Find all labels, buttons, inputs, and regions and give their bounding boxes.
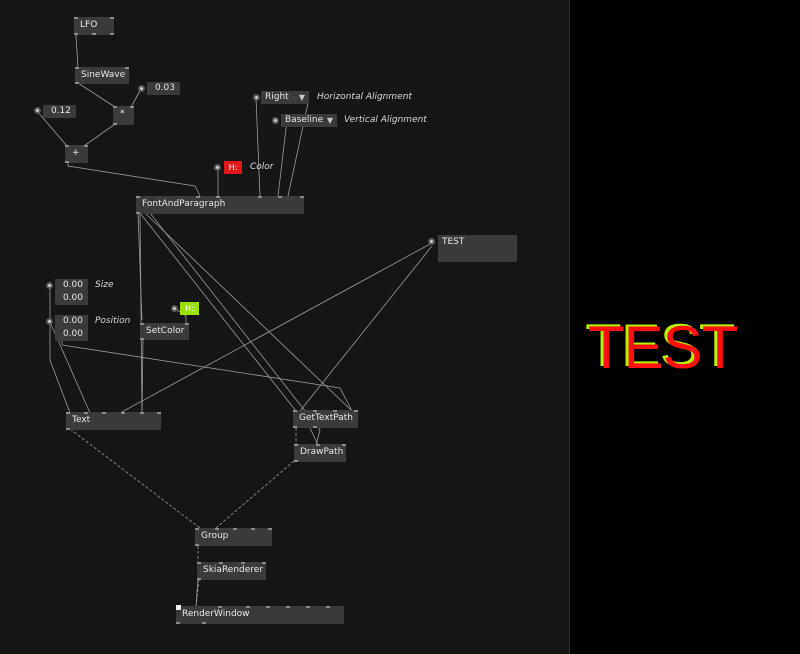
wire-dashed: [69, 428, 201, 529]
text-string-value: TEST: [442, 237, 465, 247]
wire: [83, 123, 116, 147]
setcolor-swatch-text: H:: [185, 304, 194, 313]
node-skia-renderer-label: SkiaRenderer: [203, 565, 264, 575]
size-vector-input[interactable]: 0.00 0.00: [55, 279, 88, 305]
node-group[interactable]: Group: [195, 528, 272, 546]
wire: [255, 97, 261, 197]
node-multiply-label: *: [120, 109, 125, 119]
node-text-label: Text: [72, 415, 91, 425]
size-y-value: 0.00: [62, 293, 83, 303]
wire: [299, 245, 433, 412]
node-get-text-path-label: GetTextPath: [299, 413, 354, 423]
wire: [141, 338, 144, 414]
wire: [77, 82, 116, 108]
wire: [137, 212, 143, 321]
value-box-012[interactable]: 0.12: [43, 105, 76, 118]
node-set-color[interactable]: SetColor: [140, 323, 189, 340]
wire: [61, 330, 353, 412]
node-font-and-paragraph-label: FontAndParagraph: [142, 199, 226, 209]
wire: [139, 212, 297, 412]
vertical-alignment-dropdown[interactable]: Baseline ▼: [281, 114, 337, 127]
color-swatch-text: H:: [228, 163, 238, 172]
node-add[interactable]: +: [65, 145, 88, 163]
size-x-value: 0.00: [62, 280, 83, 290]
wire: [139, 212, 143, 414]
wire: [144, 212, 353, 412]
wire: [195, 578, 199, 607]
vertical-alignment-label: Vertical Alignment: [344, 115, 427, 125]
rendered-text: TEST: [588, 314, 738, 381]
position-label: Position: [95, 316, 131, 326]
position-vector-input[interactable]: 0.00 0.00: [55, 315, 88, 341]
value-012-text: 0.12: [50, 106, 71, 116]
color-swatch[interactable]: H:: [224, 161, 242, 174]
node-sinewave[interactable]: SineWave: [75, 67, 129, 84]
node-draw-path-label: DrawPath: [300, 447, 344, 457]
node-get-text-path[interactable]: GetTextPath: [293, 410, 358, 428]
render-output-window: TEST: [570, 0, 800, 654]
iobox-pin-circle[interactable]: [171, 305, 178, 312]
wire-dashed: [195, 578, 200, 608]
chevron-down-icon: ▼: [326, 116, 333, 125]
iobox-pin-circle[interactable]: [46, 318, 53, 325]
node-set-color-label: SetColor: [146, 326, 185, 336]
node-text[interactable]: Text: [66, 412, 161, 430]
setcolor-swatch[interactable]: H:: [180, 302, 199, 315]
wire: [49, 286, 71, 414]
size-label: Size: [95, 280, 114, 290]
node-add-label: +: [72, 148, 80, 158]
patch-editor-canvas[interactable]: LFO SineWave 0.03 * 0.12 + Right ▼ Horiz…: [0, 0, 570, 654]
node-group-label: Group: [201, 531, 229, 541]
iobox-pin-circle[interactable]: [253, 94, 260, 101]
vertical-alignment-value: Baseline: [285, 115, 324, 125]
node-draw-path[interactable]: DrawPath: [294, 444, 346, 462]
text-string-input[interactable]: TEST: [438, 235, 517, 262]
node-multiply[interactable]: *: [113, 106, 134, 125]
pane-divider[interactable]: [569, 0, 570, 654]
horizontal-alignment-dropdown[interactable]: Right ▼: [261, 91, 309, 104]
node-sinewave-label: SineWave: [81, 70, 126, 80]
node-render-window-label: RenderWindow: [182, 609, 250, 619]
node-render-window[interactable]: RenderWindow: [176, 605, 344, 624]
node-font-and-paragraph[interactable]: FontAndParagraph: [136, 196, 304, 214]
node-lfo-label: LFO: [80, 20, 98, 30]
wire: [309, 427, 319, 446]
wire: [75, 34, 79, 69]
value-003-text: 0.03: [154, 83, 175, 93]
value-box-003[interactable]: 0.03: [147, 82, 180, 95]
horizontal-alignment-value: Right: [265, 92, 289, 102]
node-lfo[interactable]: LFO: [74, 17, 114, 35]
iobox-pin-circle[interactable]: [428, 238, 435, 245]
iobox-pin-circle[interactable]: [34, 107, 41, 114]
wire: [67, 162, 201, 197]
position-y-value: 0.00: [62, 329, 83, 339]
iobox-pin-circle[interactable]: [138, 85, 145, 92]
wire-dashed: [215, 460, 295, 529]
node-skia-renderer[interactable]: SkiaRenderer: [197, 562, 266, 580]
wire: [277, 119, 288, 197]
iobox-pin-circle[interactable]: [46, 282, 53, 289]
horizontal-alignment-label: Horizontal Alignment: [317, 92, 412, 102]
iobox-pin-circle[interactable]: [214, 164, 221, 171]
color-label: Color: [250, 162, 274, 172]
position-x-value: 0.00: [62, 316, 83, 326]
chevron-down-icon: ▼: [298, 93, 305, 102]
iobox-pin-circle[interactable]: [272, 117, 279, 124]
